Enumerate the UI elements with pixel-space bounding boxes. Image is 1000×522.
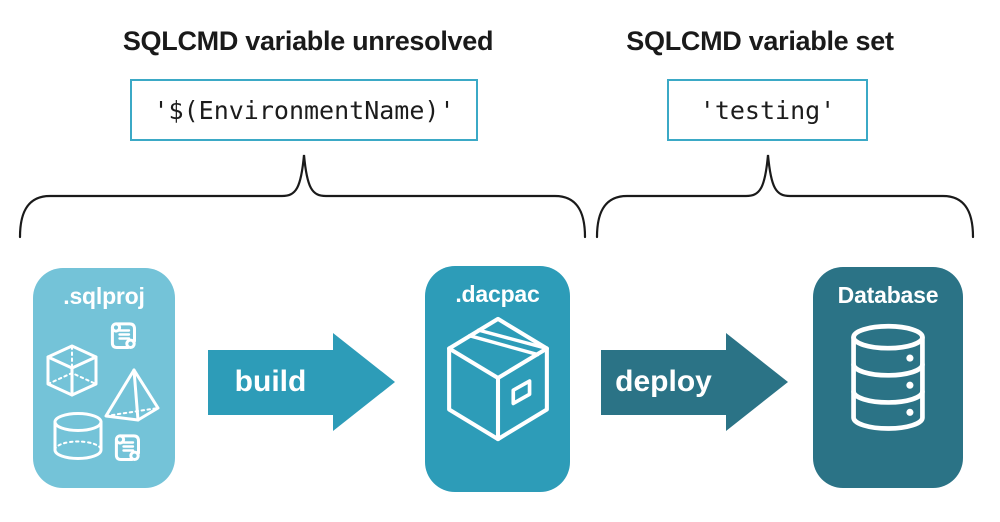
- stage-card-dacpac: .dacpac: [425, 266, 570, 492]
- heading-unresolved: SQLCMD variable unresolved: [122, 26, 494, 56]
- stage-label-sqlproj: .sqlproj: [63, 283, 145, 309]
- stage-label-database: Database: [837, 282, 939, 308]
- stage-card-sqlproj: .sqlproj: [33, 268, 175, 488]
- scroll-icon: [110, 322, 136, 349]
- left-brace: [18, 154, 587, 239]
- stage-label-dacpac: .dacpac: [455, 281, 540, 307]
- sql-objects-icon-group: [46, 322, 160, 461]
- set-variable-value: 'testing': [699, 95, 836, 125]
- brace-group: [18, 154, 975, 239]
- set-variable-box: 'testing': [667, 79, 868, 141]
- build-arrow-label: build: [234, 365, 307, 398]
- unresolved-variable-box: '$(EnvironmentName)': [130, 79, 478, 141]
- build-arrow: [208, 333, 395, 431]
- cube-icon: [46, 344, 98, 397]
- package-box-icon: [446, 316, 549, 442]
- unresolved-variable-value: '$(EnvironmentName)': [153, 95, 455, 125]
- heading-set: SQLCMD variable set: [626, 26, 894, 56]
- deploy-arrow-label: deploy: [615, 365, 712, 398]
- stage-card-database: Database: [813, 267, 963, 488]
- build-arrow-shape: [208, 333, 395, 431]
- database-icon: [851, 323, 925, 431]
- scroll-icon: [114, 434, 140, 461]
- pyramid-icon: [104, 368, 160, 422]
- right-brace: [595, 154, 975, 239]
- deploy-arrow: [601, 333, 788, 431]
- deploy-arrow-shape: [601, 333, 788, 431]
- cylinder-icon: [53, 412, 103, 460]
